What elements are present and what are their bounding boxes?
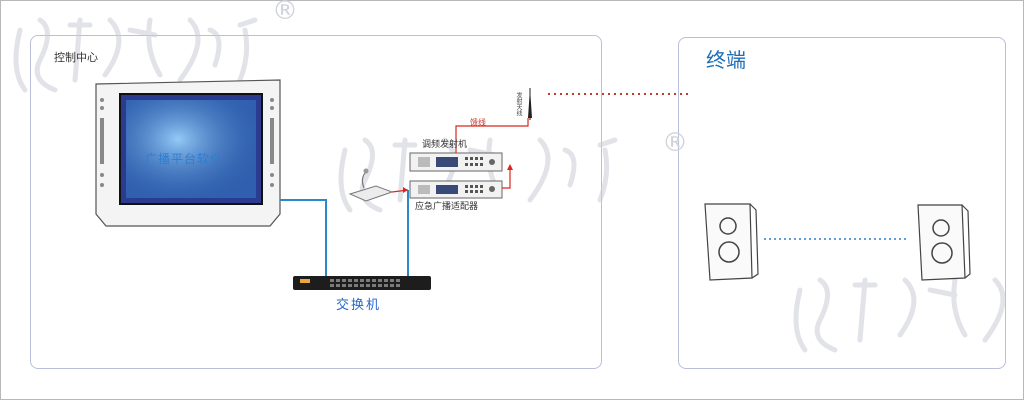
speaker-left-icon (704, 203, 759, 281)
registered-mark-1: ® (272, 0, 298, 26)
terminal-panel (678, 37, 1006, 369)
fm-transmitter-unit (409, 152, 503, 172)
network-cables (280, 190, 409, 276)
network-switch (293, 276, 431, 290)
antenna-label: 发射天线 (515, 92, 522, 116)
speaker-right-icon (917, 204, 971, 281)
switch-label: 交换机 (336, 298, 382, 313)
microphone (348, 168, 409, 202)
feeder-label: 馈线 (470, 118, 486, 127)
rf-connections (455, 118, 529, 189)
broadcast-software-label: 广播平台软件 (145, 152, 224, 166)
fm-transmitter-label: 调频发射机 (422, 140, 468, 150)
control-center-label: 控制中心 (54, 51, 98, 64)
registered-mark-2: ® (662, 128, 688, 158)
emergency-adapter-label: 应急广播适配器 (415, 202, 479, 212)
antenna-icon (528, 88, 532, 120)
emergency-adapter-unit (409, 180, 503, 199)
terminal-label: 终端 (706, 48, 746, 72)
broadcast-software-monitor (95, 79, 281, 227)
